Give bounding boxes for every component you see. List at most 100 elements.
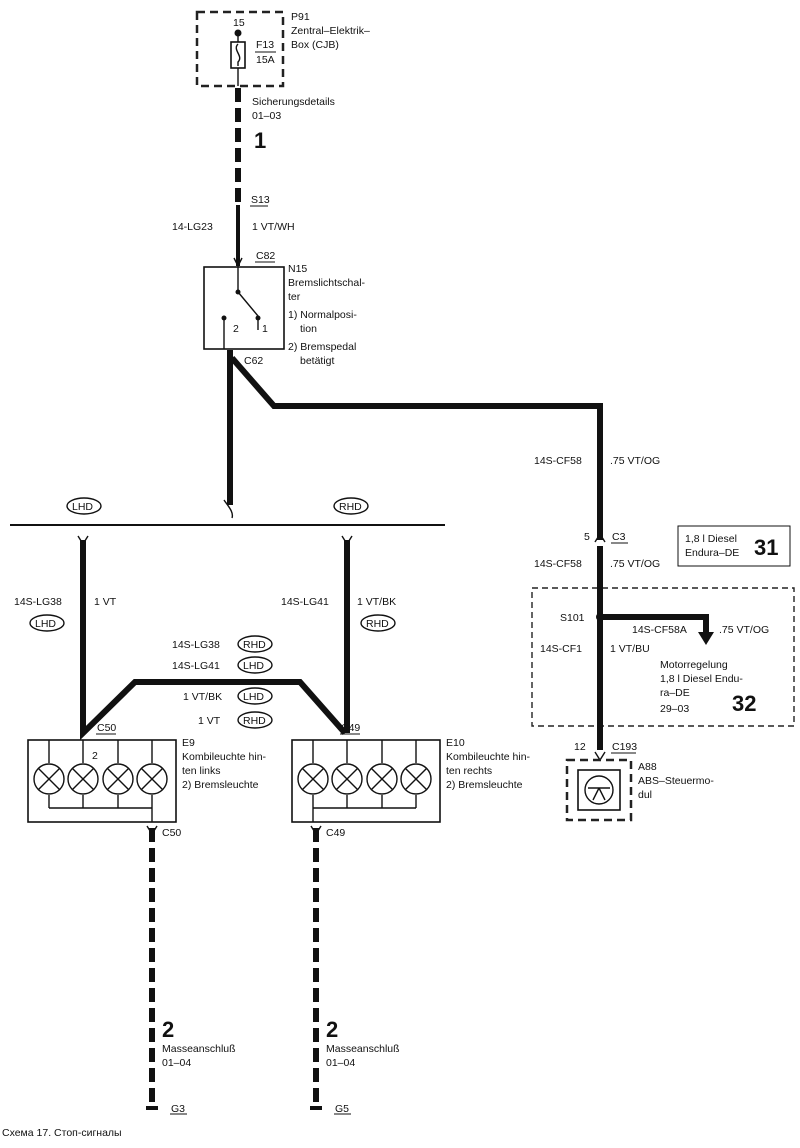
- cjb-name-line1: Zentral–Elektrik–: [291, 25, 370, 37]
- note-31-line2: Endura–DE: [685, 547, 739, 559]
- lamp-left-connector-bottom: C50: [162, 827, 181, 839]
- bulb-icon: [366, 763, 398, 795]
- lamp-right-function: 2) Bremsleuchte: [446, 779, 523, 791]
- cjb-pin-label: 15: [233, 17, 245, 29]
- wire-s13-code: 14-LG23: [172, 221, 213, 233]
- lamp-left-bulbs: [33, 740, 168, 822]
- note-31-number: 31: [754, 535, 778, 560]
- left-drop-spec: 1 VT: [94, 596, 117, 608]
- abs-lower-spec: 1 VT/BU: [610, 643, 650, 655]
- ground-left-page: 01–04: [162, 1057, 191, 1069]
- ground-left-point: G3: [171, 1103, 185, 1115]
- abs-wire-code-mid: 14S-CF58: [534, 558, 582, 570]
- variant-lhd-text: LHD: [72, 501, 93, 513]
- fuse-details-label: Sicherungsdetails: [252, 96, 335, 108]
- splice-s101-label: S101: [560, 612, 585, 624]
- abs-wire-code-top: 14S-CF58: [534, 455, 582, 467]
- bulb-icon: [331, 763, 363, 795]
- fuse-rating: 15A: [256, 54, 275, 66]
- abs-lower-code: 14S-CF1: [540, 643, 582, 655]
- switch-box: [203, 266, 285, 350]
- motor-page: 29–03: [660, 703, 689, 715]
- lamp-left-connector-top: C50: [97, 722, 116, 734]
- motor-line1: Motorregelung: [660, 659, 728, 671]
- cross-code-b-badge: LHD: [243, 660, 264, 672]
- lamp-right-connector-top: C49: [341, 722, 360, 734]
- c193-label: C193: [612, 741, 637, 753]
- wire-14s-cf58a: [600, 614, 709, 636]
- abs-module-ref: A88: [638, 761, 657, 773]
- lamp-right: C49 E10 Kombileuchte hin- ten rechts 2: [291, 722, 531, 839]
- right-drop-rhd-badge: [360, 614, 396, 632]
- c3-pin: 5: [584, 531, 590, 543]
- abs-control-icon: [584, 775, 614, 805]
- lamp-left: C50 2 E9 Kombileuchte hin- ten links: [27, 722, 267, 839]
- switch-name-line1: Bremslichtschal-: [288, 277, 366, 289]
- bulb-icon: [33, 763, 65, 795]
- ground-left-number: 2: [162, 1017, 174, 1042]
- fuse-ref: F13: [256, 39, 274, 51]
- right-drop-rhd-text: RHD: [366, 618, 389, 630]
- lamp-right-connector-bottom: C49: [326, 827, 345, 839]
- cjb-module: 15 F13 15A P91 Zentral–Elektrik– Box (CJ…: [195, 10, 370, 88]
- cjb-module-outline: [195, 10, 285, 88]
- cross-code-b: 14S-LG41: [172, 660, 220, 672]
- switch-contact-icon: [237, 291, 259, 317]
- abs-module-line2: dul: [638, 789, 652, 801]
- cross-code-a-badge: RHD: [243, 639, 266, 651]
- abs-wire-spec-mid: .75 VT/OG: [610, 558, 660, 570]
- diagram-caption: Схема 17. Стоп-сигналы: [2, 1127, 122, 1139]
- right-drop-code: 14S-LG41: [281, 596, 329, 608]
- variant-lhd-badge: [66, 497, 102, 515]
- cjb-name-line2: Box (CJB): [291, 39, 339, 51]
- lamp-right-name-line2: ten rechts: [446, 765, 492, 777]
- note-box-31: [677, 525, 791, 567]
- ground-left-label: Masseanschluß: [162, 1043, 236, 1055]
- ground-right-number: 2: [326, 1017, 338, 1042]
- switch-ref: N15: [288, 263, 307, 275]
- splice-s13-label: S13: [251, 194, 270, 206]
- ground-right-label: Masseanschluß: [326, 1043, 400, 1055]
- switch-state2-line1: 2) Bremspedal: [288, 341, 356, 353]
- cjb-ref: P91: [291, 11, 310, 23]
- lamp-left-function: 2) Bremsleuchte: [182, 779, 259, 791]
- cross-spec-a: 1 VT/BK: [183, 691, 222, 703]
- variant-rhd-badge: [333, 497, 369, 515]
- lamp-left-name-line2: ten links: [182, 765, 221, 777]
- brake-light-switch: C82 2 1 C62 N15 Bremslichtschal- ter 1) …: [203, 250, 366, 367]
- motor-number: 32: [732, 691, 756, 716]
- abs-branch-code: 14S-CF58A: [632, 624, 687, 636]
- left-drop-lhd-badge: [29, 614, 65, 632]
- abs-branch-spec: .75 VT/OG: [719, 624, 769, 636]
- c193-pin: 12: [574, 741, 586, 753]
- switch-state1-line2: tion: [300, 323, 317, 335]
- abs-module-outline: [565, 758, 633, 822]
- note-31-line1: 1,8 l Diesel: [685, 533, 737, 545]
- arrow-down-icon: [698, 632, 714, 645]
- motor-line2: 1,8 l Diesel Endu-: [660, 673, 743, 685]
- ground-right-point: G5: [335, 1103, 349, 1115]
- bulb-icon: [400, 763, 432, 795]
- switch-connector-top: C82: [256, 250, 275, 262]
- ground-right-page: 01–04: [326, 1057, 355, 1069]
- motor-line3: ra–DE: [660, 687, 690, 699]
- lamp-right-ref: E10: [446, 737, 465, 749]
- left-drop-lhd-text: LHD: [35, 618, 56, 630]
- wire-switch-to-abs: [229, 356, 603, 540]
- fuse-details-number: 1: [254, 128, 266, 153]
- left-drop-code: 14S-LG38: [14, 596, 62, 608]
- wire-crossover: [80, 679, 348, 741]
- cross-spec-b: 1 VT: [198, 715, 221, 727]
- abs-wire-spec-top: .75 VT/OG: [610, 455, 660, 467]
- c3-label: C3: [612, 531, 626, 543]
- diesel-variant-box: [531, 587, 795, 727]
- lamp-right-bulbs: [297, 740, 432, 822]
- abs-module: A88 ABS–Steuermo- dul: [565, 758, 714, 822]
- switch-state1-line1: 1) Normalposi-: [288, 309, 357, 321]
- right-drop-spec: 1 VT/BK: [357, 596, 396, 608]
- cross-spec-a-badge: LHD: [243, 691, 264, 703]
- cross-spec-b-badge: RHD: [243, 715, 266, 727]
- switch-state2-line2: betätigt: [300, 355, 335, 367]
- bulb-icon: [136, 763, 168, 795]
